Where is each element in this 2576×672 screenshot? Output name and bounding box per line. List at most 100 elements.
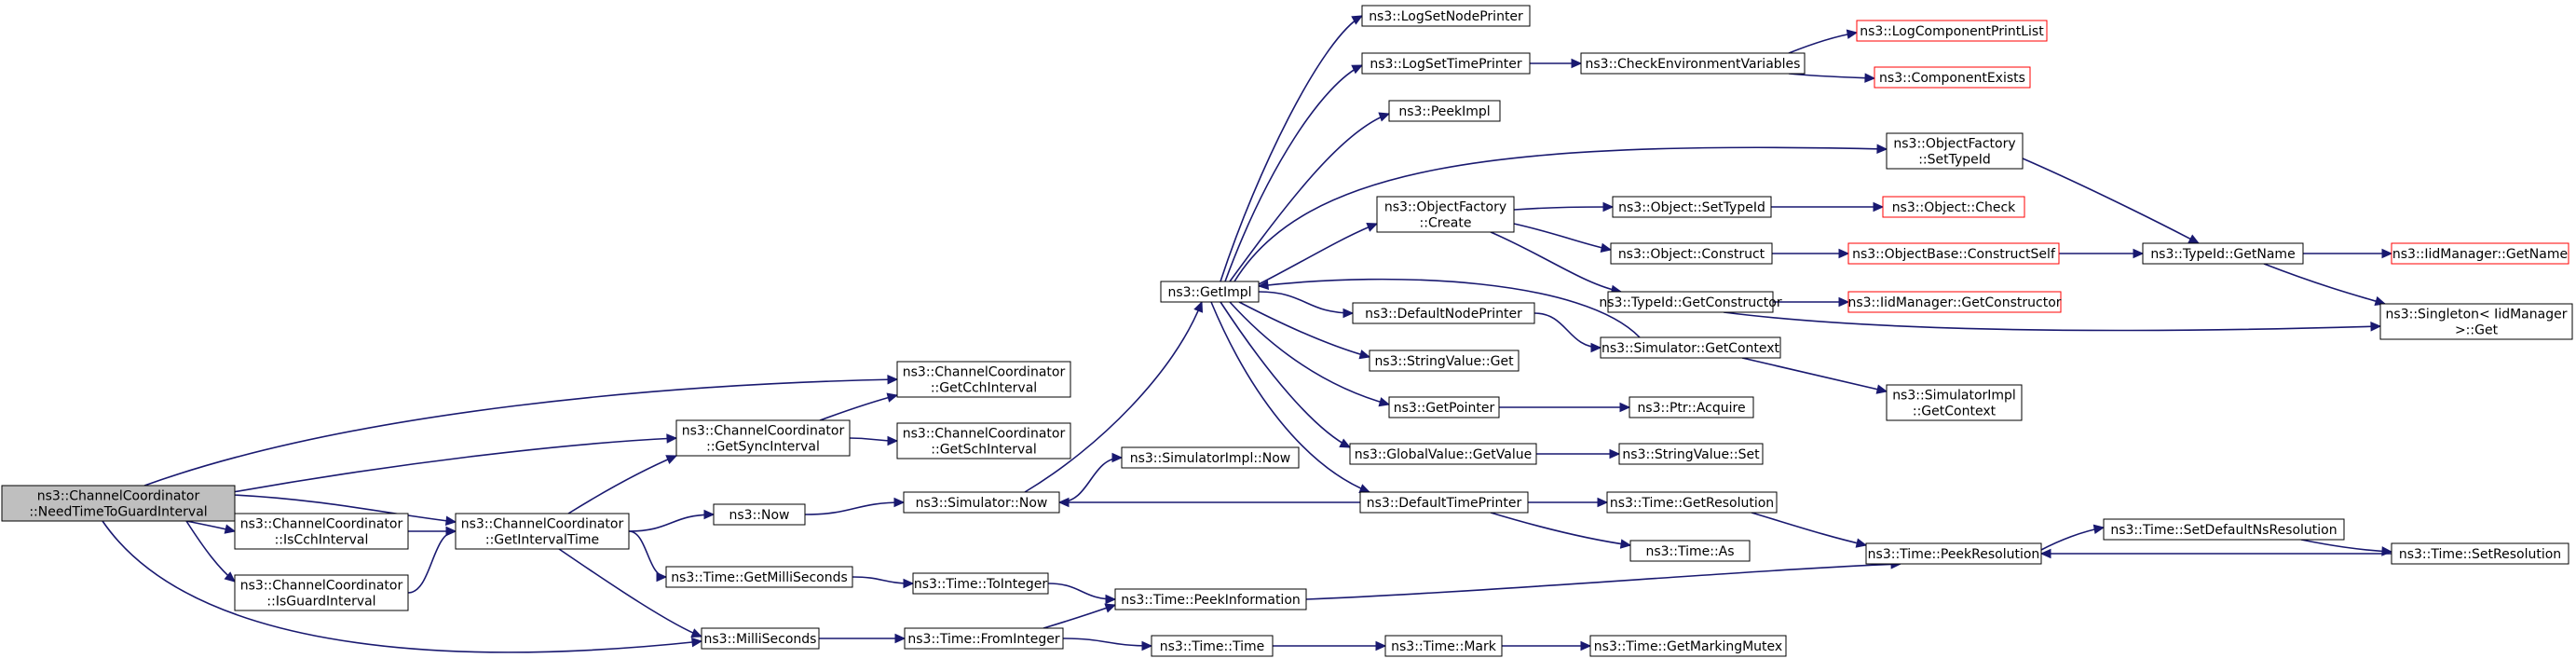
node-objconstruct[interactable]: ns3::Object::Construct — [1610, 242, 1773, 265]
node-checkenv[interactable]: ns3::CheckEnvironmentVariables — [1580, 52, 1806, 75]
node-compexists[interactable]: ns3::ComponentExists — [1874, 66, 2031, 89]
edge-timetime-to-mark — [1272, 640, 1387, 651]
edge-gvget-to-strset — [1535, 448, 1621, 459]
node-label: ns3::Object::Check — [1892, 200, 2016, 215]
node-label: ns3::Time::GetMarkingMutex — [1594, 639, 1782, 654]
edge-mark-to-getmutex — [1501, 640, 1592, 651]
edge-deftime-to-timeas — [1490, 512, 1632, 549]
node-timetime[interactable]: ns3::Time::Time — [1151, 635, 1274, 657]
node-deftime[interactable]: ns3::DefaultTimePrinter — [1359, 491, 1529, 514]
node-iscch[interactable]: ns3::ChannelCoordinator::IsCchInterval — [234, 513, 409, 550]
node-box — [1607, 291, 1774, 313]
node-box — [1882, 196, 2025, 218]
node-isguard[interactable]: ns3::ChannelCoordinator::IsGuardInterval — [234, 574, 409, 611]
node-ofsettid[interactable]: ns3::ObjectFactory::SetTypeId — [1886, 132, 2024, 170]
node-getptr[interactable]: ns3::GetPointer — [1388, 396, 1500, 418]
node-mark[interactable]: ns3::Time::Mark — [1384, 635, 1503, 657]
edge-getres-to-peekres — [1751, 512, 1868, 548]
node-getms[interactable]: ns3::Time::GetMilliSeconds — [665, 566, 853, 588]
node-peekinfo[interactable]: ns3::Time::PeekInformation — [1114, 588, 1307, 610]
node-getsync[interactable]: ns3::ChannelCoordinator::GetSyncInterval — [675, 419, 851, 457]
node-tidgetctor[interactable]: ns3::TypeId::GetConstructor — [1599, 291, 1782, 313]
node-getimpl[interactable]: ns3::GetImpl — [1160, 281, 1260, 303]
node-box — [2103, 518, 2345, 541]
node-singleton[interactable]: ns3::Singleton< IidManager>::Get — [2379, 303, 2573, 340]
node-label: ns3::ComponentExists — [1879, 71, 2025, 86]
node-now[interactable]: ns3::Now — [713, 503, 806, 526]
node-simimplgetctx[interactable]: ns3::SimulatorImpl::GetContext — [1886, 384, 2023, 421]
edge-getimpl-to-lognode — [1220, 15, 1364, 282]
node-box — [1618, 443, 1764, 465]
edge-root-to-ms — [102, 520, 703, 653]
node-objsettid[interactable]: ns3::Object::SetTypeId — [1612, 196, 1772, 218]
node-peekres[interactable]: ns3::Time::PeekResolution — [1865, 542, 2042, 565]
node-label: ns3::GlobalValue::GetValue — [1355, 447, 1532, 462]
node-box — [1388, 100, 1501, 122]
node-box — [904, 627, 1064, 650]
node-ptracquire[interactable]: ns3::Ptr::Acquire — [1629, 396, 1754, 418]
node-label: ns3::PeekImpl — [1398, 104, 1490, 119]
node-box — [1610, 242, 1773, 265]
edge-root-to-getsync — [232, 433, 678, 493]
node-box — [713, 503, 806, 526]
node-peekimpl[interactable]: ns3::PeekImpl — [1388, 100, 1501, 122]
edge-getsync-to-getsch — [849, 435, 899, 446]
node-label: ::SetTypeId — [1918, 153, 1991, 168]
node-box — [1629, 396, 1754, 418]
node-label: ns3::ChannelCoordinator — [682, 424, 845, 439]
node-label: ns3::Simulator::Now — [916, 496, 1048, 511]
node-strget[interactable]: ns3::StringValue::Get — [1369, 350, 1520, 372]
node-box — [234, 574, 409, 611]
node-box — [234, 513, 409, 550]
node-simgetctx[interactable]: ns3::Simulator::GetContext — [1600, 336, 1781, 359]
node-box — [1, 485, 236, 522]
node-timeas[interactable]: ns3::Time::As — [1629, 540, 1751, 562]
node-gvget[interactable]: ns3::GlobalValue::GetValue — [1349, 443, 1537, 465]
edge-simgetctx-to-getimpl — [1257, 278, 1641, 338]
node-label: ::GetSchInterval — [931, 443, 1036, 458]
edge-getinterval-to-now — [628, 509, 716, 532]
node-logcomp[interactable]: ns3::LogComponentPrintList — [1856, 20, 2048, 42]
node-defnode[interactable]: ns3::DefaultNodePrinter — [1352, 302, 1535, 324]
node-toint[interactable]: ns3::Time::ToInteger — [912, 572, 1049, 595]
node-iidgetname[interactable]: ns3::IidManager::GetName — [2391, 242, 2569, 265]
node-box — [1606, 491, 1778, 514]
node-box — [912, 572, 1049, 595]
node-getres[interactable]: ns3::Time::GetResolution — [1606, 491, 1778, 514]
edge-isguard-to-getinterval — [407, 526, 457, 594]
node-getinterval[interactable]: ns3::ChannelCoordinator::GetIntervalTime — [455, 513, 630, 550]
edge-setres-to-peekres — [2039, 548, 2392, 559]
node-simimplnow[interactable]: ns3::SimulatorImpl::Now — [1121, 446, 1300, 469]
node-label: ns3::SimulatorImpl — [1892, 389, 2016, 404]
node-box — [1629, 540, 1751, 562]
node-logtime[interactable]: ns3::LogSetTimePrinter — [1361, 52, 1531, 75]
node-box — [1359, 491, 1529, 514]
node-label: ns3::CheckEnvironmentVariables — [1586, 57, 1801, 72]
node-label: ns3::Object::SetTypeId — [1618, 200, 1765, 215]
node-simnow[interactable]: ns3::Simulator::Now — [903, 491, 1060, 514]
edge-checkenv-to-logcomp — [1788, 29, 1859, 54]
node-objcheck[interactable]: ns3::Object::Check — [1882, 196, 2025, 218]
edge-getinterval-to-getsync — [567, 455, 678, 514]
node-label: ns3::IidManager::GetName — [2392, 247, 2568, 262]
edge-ofcreate-to-objconstruct — [1513, 223, 1613, 254]
node-ms[interactable]: ns3::MilliSeconds — [701, 627, 820, 650]
node-label: ns3::StringValue::Get — [1374, 354, 1514, 369]
node-iidgetctor[interactable]: ns3::IidManager::GetConstructor — [1847, 291, 2062, 313]
node-lognode[interactable]: ns3::LogSetNodePrinter — [1361, 5, 1531, 27]
node-tidgetname[interactable]: ns3::TypeId::GetName — [2142, 242, 2304, 265]
node-setres[interactable]: ns3::Time::SetResolution — [2391, 542, 2569, 565]
node-fromint[interactable]: ns3::Time::FromInteger — [904, 627, 1064, 650]
node-label: ns3::Ptr::Acquire — [1637, 401, 1745, 416]
node-setdefres[interactable]: ns3::Time::SetDefaultNsResolution — [2103, 518, 2345, 541]
node-getcch[interactable]: ns3::ChannelCoordinator::GetCchInterval — [896, 361, 1071, 398]
edge-fromint-to-peekinfo — [1043, 603, 1117, 629]
node-getsch[interactable]: ns3::ChannelCoordinator::GetSchInterval — [896, 422, 1071, 459]
node-getmutex[interactable]: ns3::Time::GetMarkingMutex — [1589, 635, 1787, 657]
edge-getinterval-to-ms — [558, 548, 703, 638]
node-box — [1352, 302, 1535, 324]
node-label: ns3::DefaultTimePrinter — [1367, 496, 1522, 511]
node-strset[interactable]: ns3::StringValue::Set — [1618, 443, 1764, 465]
node-obconstructself[interactable]: ns3::ObjectBase::ConstructSelf — [1847, 242, 2060, 265]
node-ofcreate[interactable]: ns3::ObjectFactory::Create — [1376, 196, 1515, 233]
